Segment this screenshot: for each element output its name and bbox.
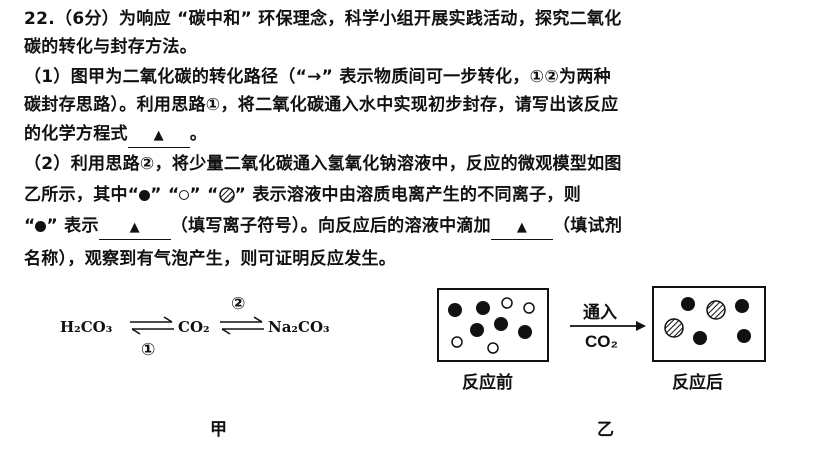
question-line-7-b: ” “ <box>150 185 180 205</box>
formula-co2: CO₂ <box>178 318 210 336</box>
white-ion-icon <box>179 190 190 200</box>
after-reaction-box <box>652 286 766 362</box>
arrow-label-top: 通入 <box>583 303 617 322</box>
question-line-6: （2）利用思路②，将少量二氧化碳通入氢氧化钠溶液中，反应的微观模型如图 <box>24 154 622 174</box>
question-line-1: 22.（6分）为响应 “碳中和” 环保理念，科学小组开展实践活动，探究二氧化 <box>24 9 622 29</box>
question-line-5: 的化学方程式 ▲ 。 <box>24 123 207 148</box>
after-label: 反应后 <box>672 373 723 392</box>
reaction-arrow <box>570 321 646 331</box>
answer-blank-2[interactable]: ▲ <box>98 215 171 240</box>
question-line-3: （1）图甲为二氧化碳的转化路径（“→” 表示物质间可一步转化，①②为两种 <box>24 67 611 87</box>
equilibrium-arrow-1 <box>130 316 174 335</box>
blank-marker: ▲ <box>516 220 528 235</box>
question-line-8-c: （填写离子符号）。向反应后的溶液中滴加 <box>170 216 491 236</box>
answer-blank-3[interactable]: ▲ <box>490 215 553 240</box>
formula-na2co3: Na₂CO₃ <box>268 318 330 336</box>
question-line-9: 名称），观察到有气泡产生，则可证明反应发生。 <box>24 249 397 269</box>
question-line-8: “ ” 表示 ▲ （填写离子符号）。向反应后的溶液中滴加 ▲ （填试剂 <box>24 215 622 240</box>
figure-yi-caption: 乙 <box>597 420 614 440</box>
answer-blank-1[interactable]: ▲ <box>127 123 190 148</box>
black-ion-icon <box>139 189 151 201</box>
path-1-label: ① <box>141 340 156 360</box>
path-2-label: ② <box>231 294 246 314</box>
question-line-4: 碳封存思路）。利用思路①，将二氧化碳通入水中实现初步封存，请写出该反应 <box>24 95 619 115</box>
question-line-7-c: ” “ <box>189 185 219 205</box>
before-label: 反应前 <box>462 373 513 392</box>
question-line-2: 碳的转化与封存方法。 <box>24 37 197 57</box>
hatched-ion-icon <box>218 187 235 203</box>
question-line-7: 乙所示，其中“ ” “ ” “ ” 表示溶液中由溶质电离产生的不同离子，则 <box>24 184 581 206</box>
before-particles <box>448 297 535 354</box>
question-line-5-text: 的化学方程式 <box>24 124 128 144</box>
question-line-8-b: ” 表示 <box>46 216 99 236</box>
before-reaction-box <box>437 288 549 362</box>
figure-jia-caption: 甲 <box>210 420 227 440</box>
equilibrium-arrow-2 <box>220 316 264 335</box>
question-line-7-d: ” 表示溶液中由溶质电离产生的不同离子，则 <box>234 185 582 205</box>
black-ion-icon <box>35 220 47 232</box>
arrow-label-bottom: CO₂ <box>585 332 619 351</box>
formula-h2co3: H₂CO₃ <box>60 318 113 336</box>
question-line-7-a: 乙所示，其中“ <box>24 185 140 205</box>
question-line-8-a: “ <box>24 216 36 236</box>
question-line-5-end: 。 <box>189 124 208 144</box>
question-line-8-d: （填试剂 <box>552 216 623 236</box>
blank-marker: ▲ <box>153 128 164 143</box>
after-particles <box>664 297 751 345</box>
blank-marker: ▲ <box>129 220 140 235</box>
